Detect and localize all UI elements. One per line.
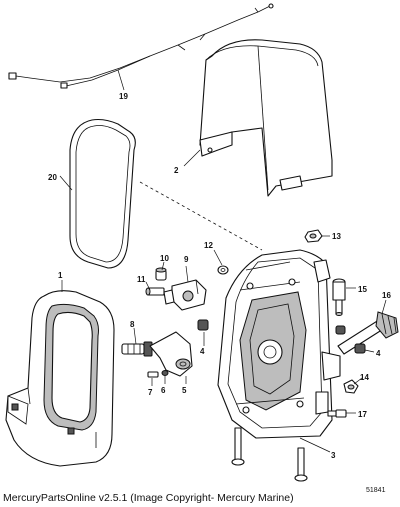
callout-3: 3	[331, 451, 336, 460]
callout-1: 1	[58, 271, 63, 280]
part-12-washer[interactable]	[217, 265, 229, 275]
callout-2: 2	[174, 166, 179, 175]
part-14-plug[interactable]	[343, 379, 359, 394]
part-10-bushing[interactable]	[155, 267, 167, 281]
part-4-bushing-mid[interactable]	[335, 325, 346, 335]
part-5-elbow[interactable]	[149, 331, 193, 377]
callout-13: 13	[332, 232, 341, 241]
callout-10: 10	[160, 254, 169, 263]
callout-12: 12	[204, 241, 213, 250]
part-3-housing[interactable]	[217, 249, 341, 439]
callout-16: 16	[382, 291, 391, 300]
part-17-screw[interactable]	[327, 409, 347, 418]
part-1-handle-frame[interactable]	[5, 290, 115, 467]
image-caption: MercuryPartsOnline v2.5.1 (Image Copyrig…	[3, 492, 294, 504]
housing-bolt-left[interactable]	[231, 427, 245, 466]
callout-6: 6	[161, 386, 166, 395]
part-7-pin[interactable]	[147, 371, 159, 378]
callout-4-right: 4	[376, 349, 381, 358]
callout-20: 20	[48, 173, 57, 182]
callout-9: 9	[184, 255, 189, 264]
part-4-bushing-right[interactable]	[354, 343, 366, 354]
alignment-line	[139, 181, 263, 251]
callout-14: 14	[360, 373, 369, 382]
part-16-shaft[interactable]	[337, 311, 399, 355]
part-9-switch-block[interactable]	[163, 279, 207, 311]
part-2-top-cover[interactable]	[199, 39, 333, 197]
housing-bolt-right[interactable]	[294, 447, 308, 482]
part-4-bushing-left[interactable]	[197, 319, 209, 331]
callout-4-left: 4	[200, 347, 205, 356]
callout-15: 15	[358, 285, 367, 294]
callout-19: 19	[119, 92, 128, 101]
part-8-fitting[interactable]	[121, 341, 153, 357]
callout-5: 5	[182, 386, 187, 395]
part-20-gasket[interactable]	[69, 118, 136, 269]
part-6-washer[interactable]	[161, 370, 169, 376]
callout-17: 17	[358, 410, 367, 419]
part-19-cable[interactable]	[8, 3, 274, 89]
part-15-stud[interactable]	[332, 278, 346, 316]
callout-11: 11	[137, 275, 146, 284]
callout-8: 8	[130, 320, 135, 329]
callout-7: 7	[148, 388, 153, 397]
part-13-nut[interactable]	[304, 229, 323, 243]
figure-number: 51841	[366, 487, 386, 494]
part-11-bolt[interactable]	[145, 287, 165, 296]
